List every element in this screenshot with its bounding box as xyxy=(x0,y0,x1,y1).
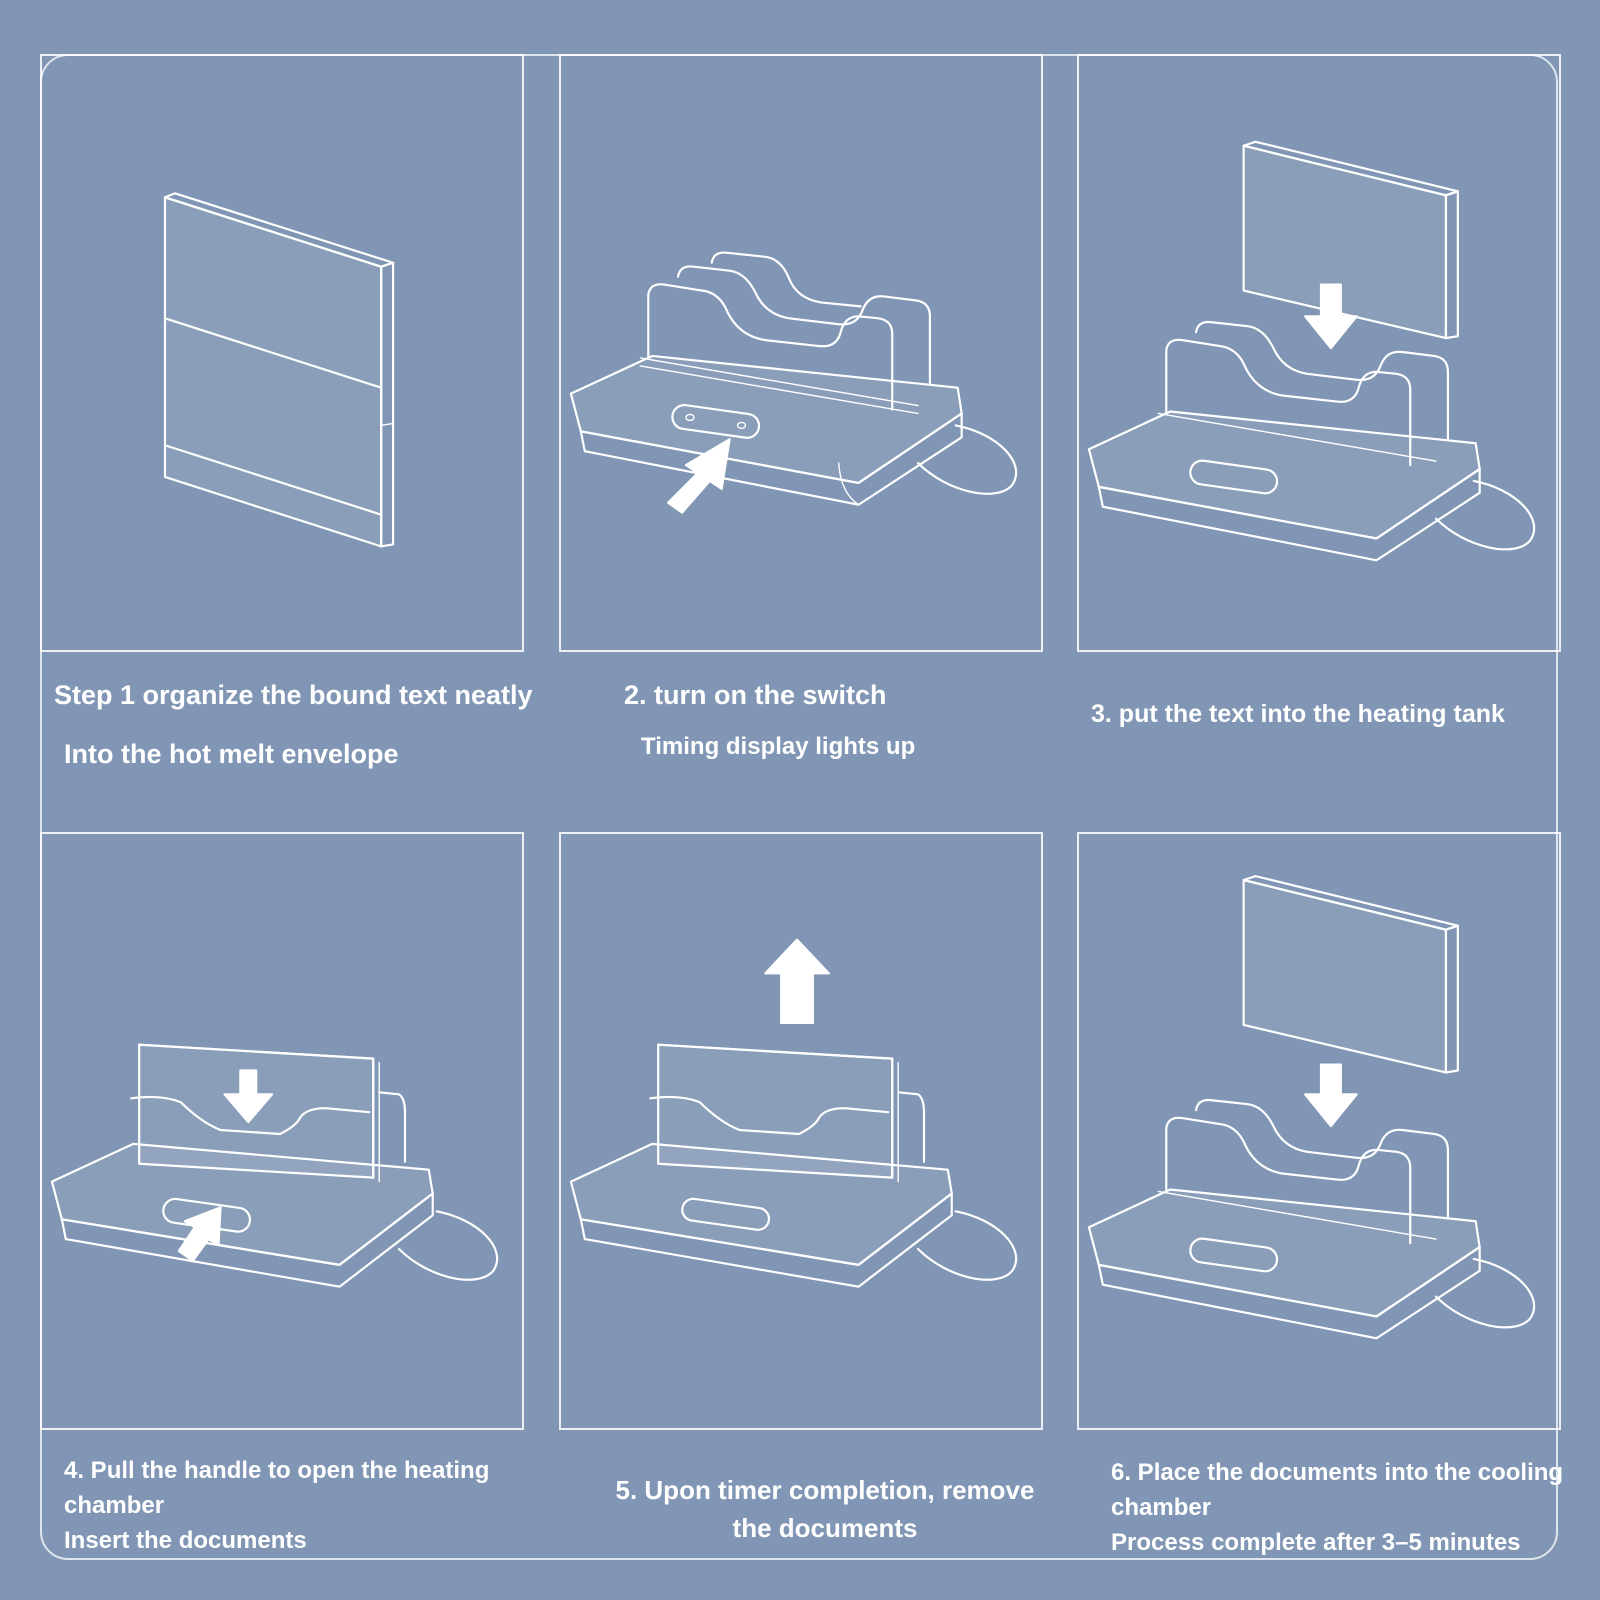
step-4-line-2: chamber xyxy=(64,1491,165,1519)
step-1-subtitle: Into the hot melt envelope xyxy=(64,739,399,770)
step-4-line-1: 4. Pull the handle to open the heating xyxy=(64,1457,490,1484)
step-5-illustration xyxy=(559,832,1043,1430)
step-2-illustration xyxy=(559,54,1043,652)
heating-tank-icon xyxy=(1087,140,1536,562)
step-4-caption: 4. Pull the handle to open the heating c… xyxy=(64,1454,564,1558)
step-2-subtitle: Timing display lights up xyxy=(641,733,916,761)
envelope-icon xyxy=(163,192,395,548)
step-5-line-2: the documents xyxy=(732,1512,918,1543)
step-1-illustration xyxy=(40,54,524,652)
insert-documents-icon xyxy=(50,1043,499,1288)
binding-machine-icon xyxy=(569,251,1018,514)
remove-documents-icon xyxy=(569,938,1018,1288)
step-6-line-3: Process complete after 3–5 minutes xyxy=(1111,1528,1521,1556)
step-6-caption: 6. Place the documents into the cooling … xyxy=(1111,1456,1591,1560)
step-5-line-1: 5. Upon timer completion, remove xyxy=(615,1475,1035,1505)
cooling-chamber-icon xyxy=(1087,875,1536,1340)
step-6-illustration xyxy=(1077,832,1561,1430)
step-4-line-3: Insert the documents xyxy=(64,1526,307,1554)
step-2-title: 2. turn on the switch xyxy=(624,680,887,710)
step-4-illustration xyxy=(40,832,524,1430)
step-3-caption: 3. put the text into the heating tank xyxy=(1091,698,1571,731)
step-6-line-2: chamber xyxy=(1111,1493,1212,1521)
step-1-title: Step 1 organize the bound text neatly xyxy=(54,680,533,710)
step-1-caption: Step 1 organize the bound text neatly In… xyxy=(54,678,574,772)
step-2-caption: 2. turn on the switch Timing display lig… xyxy=(624,678,1044,762)
step-5-caption: 5. Upon timer completion, remove the doc… xyxy=(580,1472,1070,1547)
step-6-line-1: 6. Place the documents into the cooling xyxy=(1111,1459,1564,1486)
step-3-title: 3. put the text into the heating tank xyxy=(1091,700,1505,728)
step-3-illustration xyxy=(1077,54,1561,652)
